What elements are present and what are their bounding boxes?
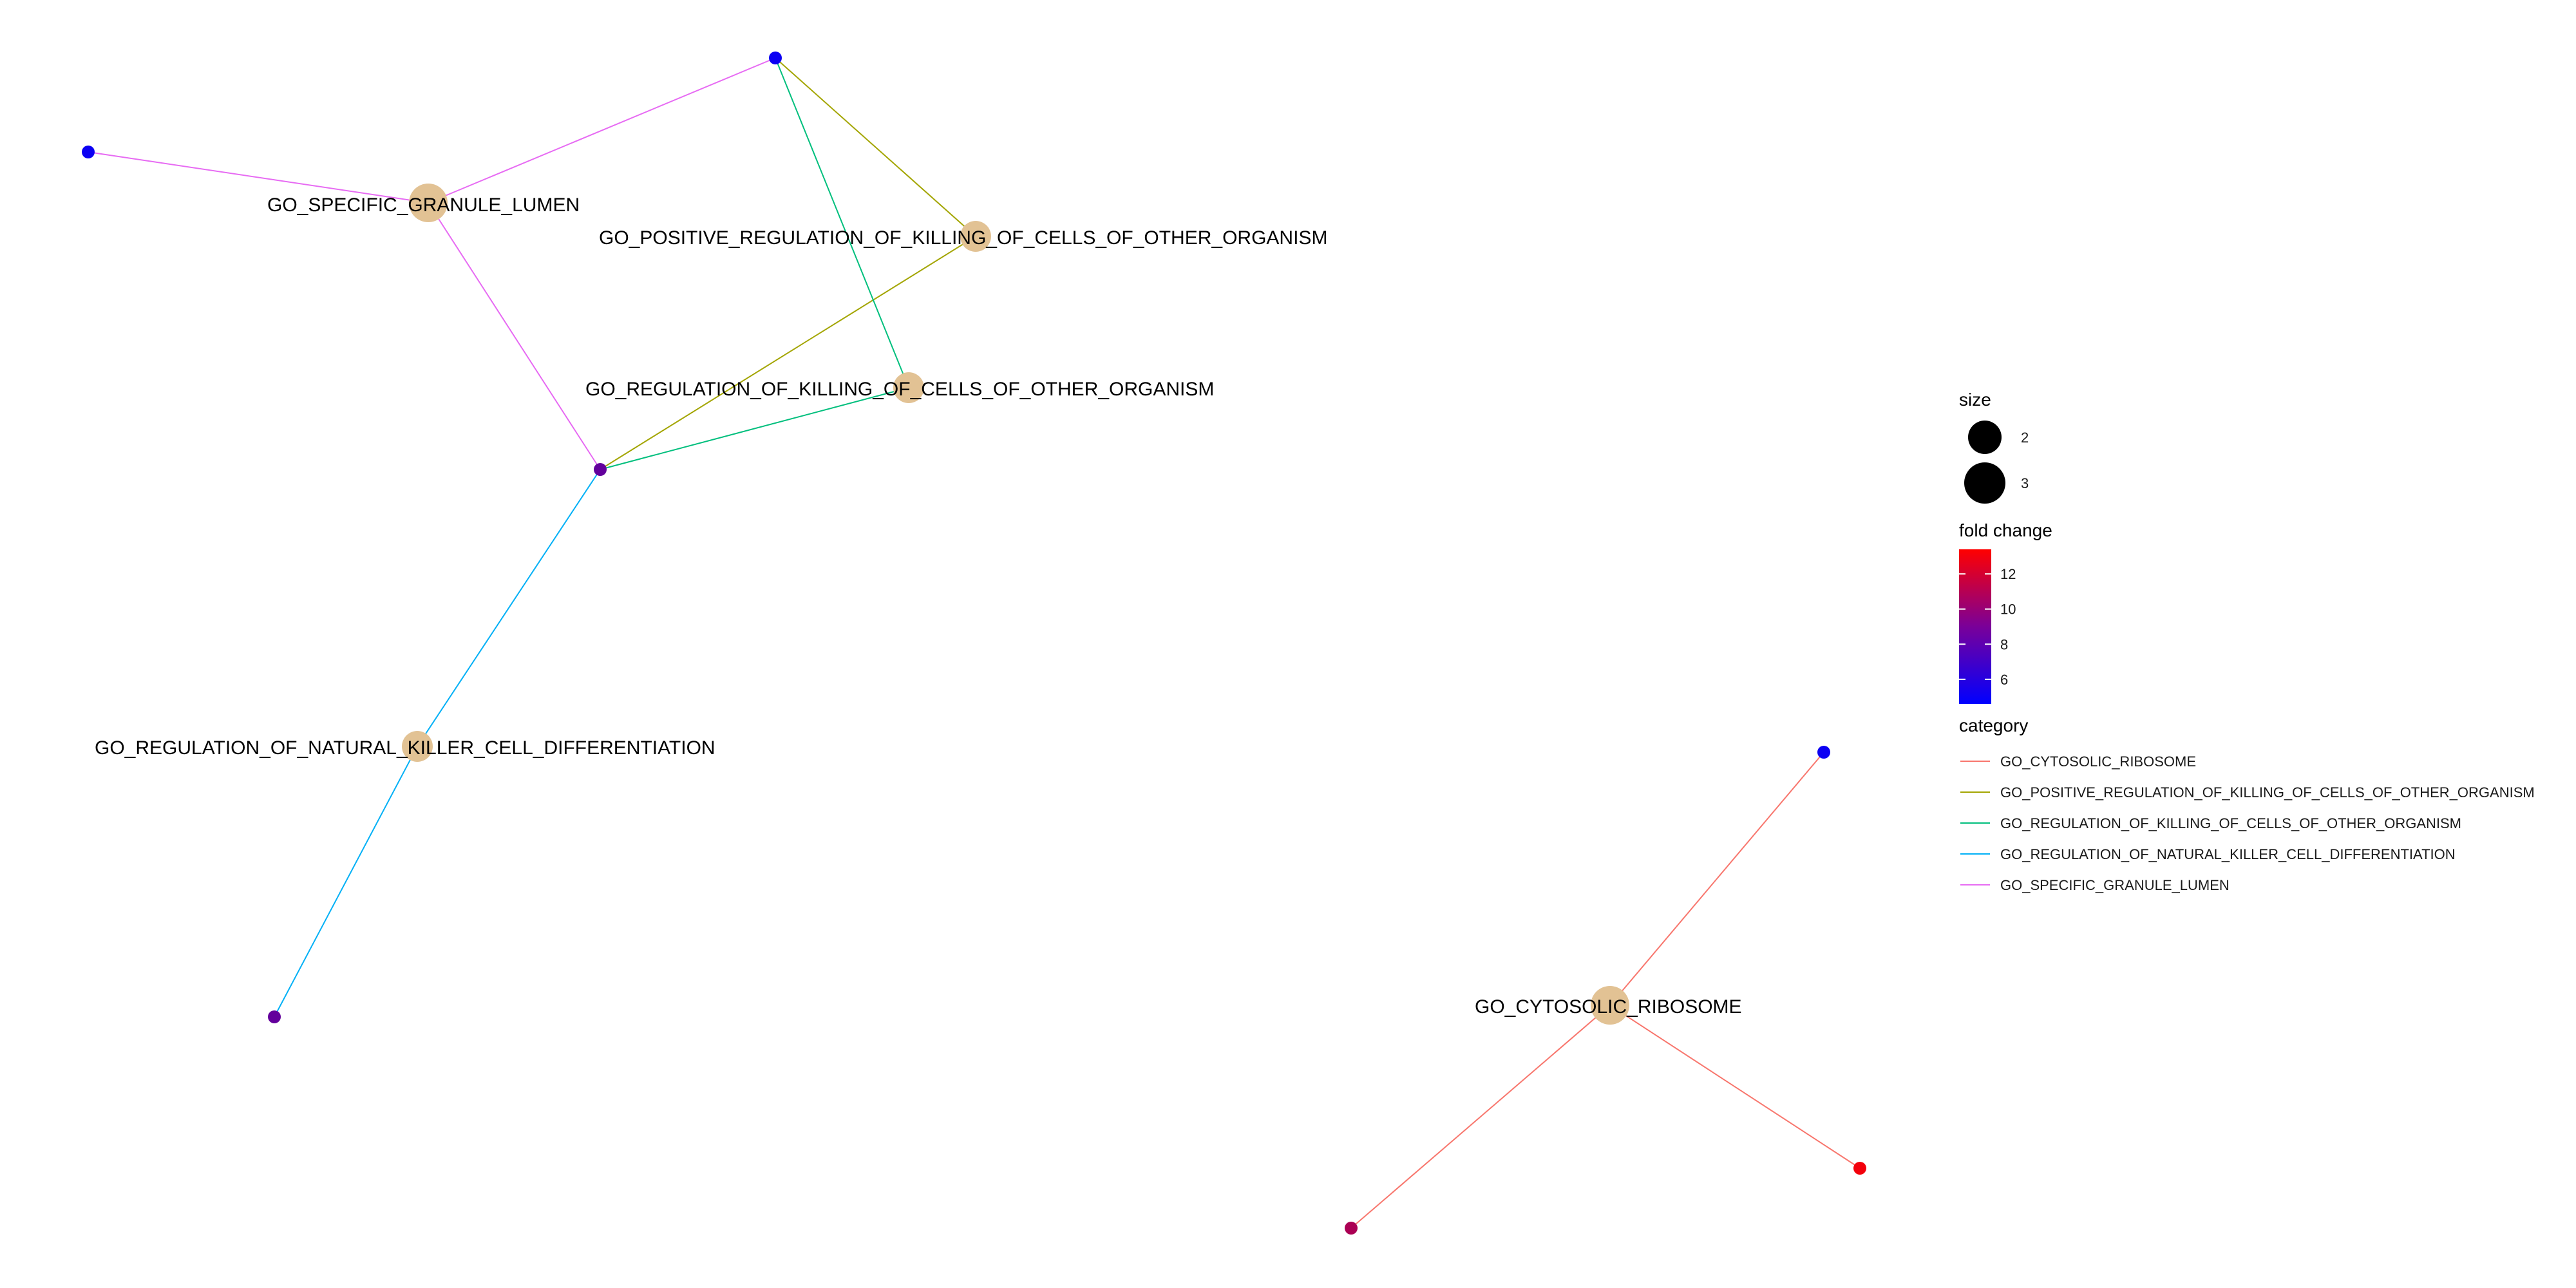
legend: size 2 3 fold change 12 10 8 6 category GO_… — [1959, 390, 2535, 893]
term-node-go-regulation-of-killing-of-cells-of-other-organism — [893, 372, 924, 403]
gene-node-g1 — [82, 146, 95, 158]
category-legend-items: GO_CYTOSOLIC_RIBOSOME GO_POSITIVE_REGULAT… — [1960, 753, 2535, 893]
edge-go-specific-granule-lumen-g3 — [428, 202, 601, 470]
size-legend-key-3 — [1964, 462, 2005, 504]
term-node-go-positive-regulation-of-killing-of-cells-of-other-organism — [960, 221, 991, 252]
size-legend-label-2: 2 — [2021, 430, 2029, 446]
edge-go-cytosolic-ribosome-g7 — [1350, 1005, 1611, 1229]
edge-go-specific-granule-lumen-g1 — [88, 151, 429, 204]
edge-go-cytosolic-ribosome-g5 — [1609, 752, 1824, 1006]
fold-change-tick-label: 10 — [2000, 601, 2016, 618]
gene-node-g7 — [1345, 1222, 1358, 1235]
edge-go-regulation-of-killing-of-cells-of-other-organism-g3 — [600, 387, 909, 470]
term-node-go-regulation-of-natural-killer-cell-differentiation — [402, 731, 433, 762]
category-legend-label-go-regulation-of-natural-killer-cell-differentiation: GO_REGULATION_OF_NATURAL_KILLER_CELL_DIF… — [2000, 846, 2456, 862]
size-legend-label-3: 3 — [2021, 475, 2029, 491]
size-legend-title: size — [1959, 390, 1991, 410]
gene-nodes-layer — [82, 52, 1866, 1235]
category-legend-label-go-positive-regulation-of-killing-of-cells-of-other-organism: GO_POSITIVE_REGULATION_OF_KILLING_OF_CEL… — [2000, 784, 2535, 800]
term-label-go-regulation-of-killing-of-cells-of-other-organism: GO_REGULATION_OF_KILLING_OF_CELLS_OF_OTH… — [585, 379, 1214, 400]
edge-go-positive-regulation-of-killing-of-cells-of-other-organism-g2 — [775, 57, 976, 237]
gene-node-g5 — [1817, 746, 1830, 759]
fold-change-tick-label: 8 — [2000, 636, 2008, 652]
gene-node-g4 — [268, 1010, 281, 1023]
category-legend-label-go-specific-granule-lumen: GO_SPECIFIC_GRANULE_LUMEN — [2000, 877, 2230, 893]
gene-node-g6 — [1853, 1162, 1866, 1175]
fold-change-legend-title: fold change — [1959, 520, 2052, 540]
fold-change-ticks: 12 10 8 6 — [1959, 566, 2016, 688]
term-label-go-specific-granule-lumen: GO_SPECIFIC_GRANULE_LUMEN — [267, 194, 580, 216]
category-legend-label-go-regulation-of-killing-of-cells-of-other-organism: GO_REGULATION_OF_KILLING_OF_CELLS_OF_OTH… — [2000, 815, 2461, 831]
edge-go-regulation-of-killing-of-cells-of-other-organism-g2 — [775, 57, 909, 388]
term-label-go-regulation-of-natural-killer-cell-differentiation: GO_REGULATION_OF_NATURAL_KILLER_CELL_DIF… — [95, 737, 715, 759]
fold-change-tick-label: 6 — [2000, 672, 2008, 688]
term-node-go-cytosolic-ribosome — [1591, 986, 1629, 1025]
fold-change-tick-label: 12 — [2000, 566, 2016, 582]
edges-layer — [88, 57, 1861, 1229]
edge-go-cytosolic-ribosome-g6 — [1609, 1005, 1861, 1169]
term-label-go-cytosolic-ribosome: GO_CYTOSOLIC_RIBOSOME — [1475, 996, 1742, 1018]
gene-node-g2 — [769, 52, 782, 64]
size-legend-key-2 — [1968, 421, 2002, 454]
fold-change-colorbar — [1959, 549, 1991, 704]
term-node-go-specific-granule-lumen — [409, 184, 448, 222]
edge-go-positive-regulation-of-killing-of-cells-of-other-organism-g3 — [600, 236, 976, 470]
category-legend-title: category — [1959, 715, 2028, 735]
edge-go-specific-granule-lumen-g2 — [428, 57, 776, 204]
term-label-go-positive-regulation-of-killing-of-cells-of-other-organism: GO_POSITIVE_REGULATION_OF_KILLING_OF_CEL… — [599, 227, 1327, 249]
category-legend-label-go-cytosolic-ribosome: GO_CYTOSOLIC_RIBOSOME — [2000, 753, 2196, 770]
term-nodes-layer — [402, 184, 1629, 1025]
term-labels-layer: GO_SPECIFIC_GRANULE_LUMEN GO_POSITIVE_REG… — [95, 194, 1742, 1018]
edge-go-regulation-of-natural-killer-cell-differentiation-g3 — [417, 469, 601, 747]
gene-node-g3 — [594, 463, 607, 476]
edge-go-regulation-of-natural-killer-cell-differentiation-g4 — [274, 746, 418, 1018]
